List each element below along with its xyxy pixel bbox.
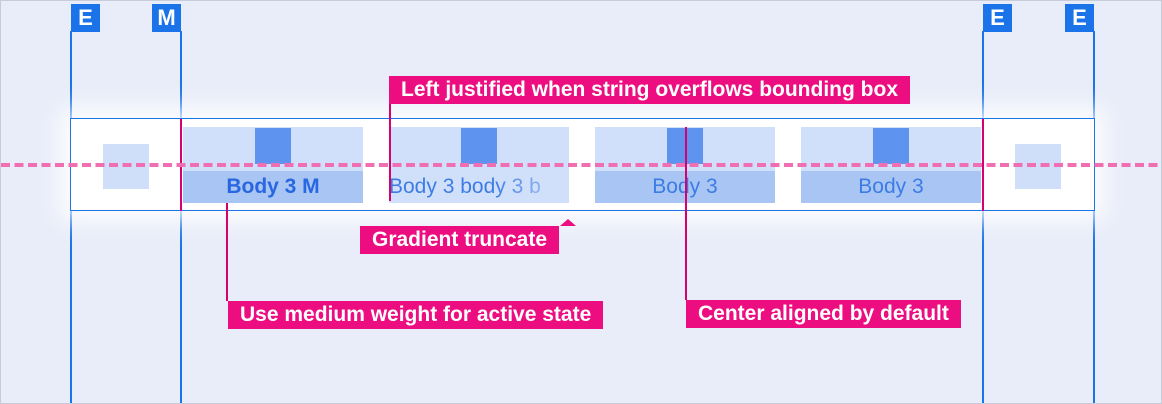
pointer-line-medium-weight [226,203,228,301]
pointer-line-left-justified [389,104,391,201]
tab-label: Body 3 M [183,171,363,203]
tab-icon-placeholder [255,128,291,164]
annotation-gradient-truncate: Gradient truncate [360,219,576,254]
pointer-line-center-aligned [685,127,687,300]
margin-tag-e-right-inner: E [983,4,1012,32]
tab-label: Body 3 body 3 b [389,171,569,203]
annotation-center-aligned: Center aligned by default [686,300,961,328]
annotation-gradient-truncate-text: Gradient truncate [372,228,548,251]
margin-tag-m: M [152,4,181,32]
arrow-up-icon [560,219,576,226]
tab-label: Body 3 [801,171,981,203]
margin-guide-line-e-right-inner [982,31,984,403]
annotation-left-justified: Left justified when string overflows bou… [389,76,910,104]
margin-tag-e-left-outer: E [71,4,100,32]
margin-guide-line-e-right-outer [1093,31,1095,403]
annotation-medium-weight: Use medium weight for active state [228,301,604,329]
tab-icon-placeholder [873,128,909,164]
margin-tag-e-right-outer: E [1065,4,1094,32]
margin-guide-line-e-left [70,31,72,403]
tab-icon-placeholder [461,128,497,164]
margin-guide-line-m [180,31,182,403]
baseline-dashed-line [1,163,1161,167]
